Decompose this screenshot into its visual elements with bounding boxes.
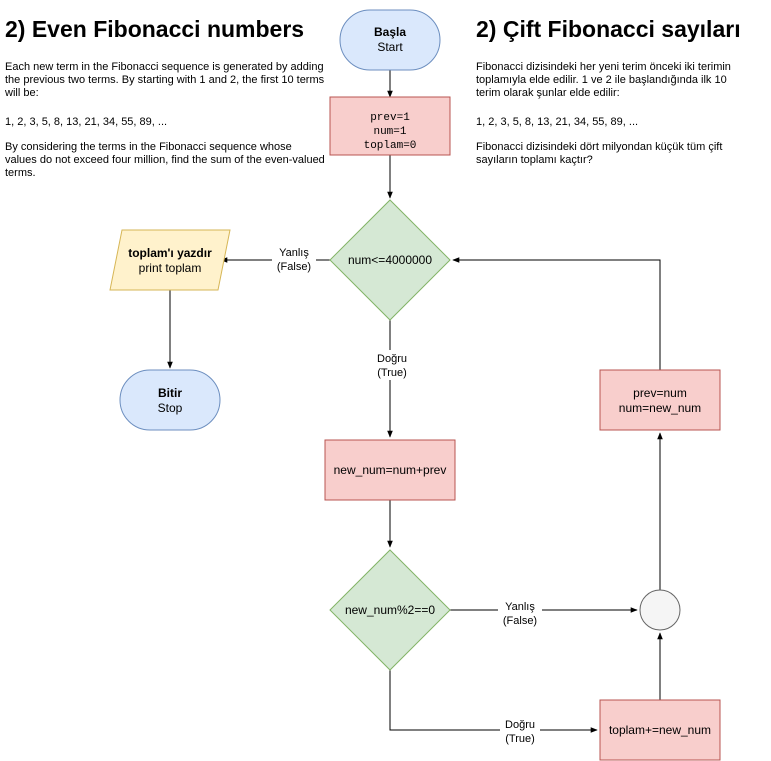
add-shape — [599, 699, 721, 761]
update-shape — [599, 369, 721, 431]
print-label-line2: print toplam — [139, 261, 202, 275]
update-label-line2: num=new_num — [619, 401, 701, 415]
edge-label-true2-line2: (True) — [505, 733, 535, 745]
cond1-label: num<=4000000 — [348, 253, 432, 267]
init-shape — [329, 96, 451, 156]
left-paragraph-2: 1, 2, 3, 5, 8, 13, 21, 34, 55, 89, ... — [5, 116, 168, 128]
edge-label-false2-line2: (False) — [503, 615, 537, 627]
stop-label-line1: Bitir — [158, 386, 182, 400]
update-node: prev=num num=new_num — [599, 369, 721, 431]
cond2-label: new_num%2==0 — [345, 603, 435, 617]
left-paragraph-1: Each new term in the Fibonacci sequence … — [5, 61, 325, 99]
stop-node: Bitir Stop — [119, 369, 221, 431]
edge-label-false1: Yanlış (False) — [272, 244, 316, 274]
edge-label-true1-line1: Doğru — [377, 353, 407, 365]
init-node: prev=1 num=1 toplam=0 — [329, 96, 451, 156]
start-label-line1: Başla — [374, 25, 406, 39]
edge-label-true1: Doğru (True) — [372, 350, 412, 380]
edge-label-false2-line1: Yanlış — [505, 601, 535, 613]
update-label-line1: prev=num — [633, 386, 687, 400]
start-node: Başla Start — [339, 9, 441, 71]
compute-shape — [324, 439, 456, 501]
junction-node — [639, 589, 681, 631]
edge-update-cond1 — [452, 257, 661, 370]
cond1-node: num<=4000000 — [329, 199, 451, 321]
start-shape — [339, 9, 441, 71]
init-label-line1: prev=1 — [370, 112, 410, 124]
right-paragraph-3: Fibonacci dizisindeki dört milyondan küç… — [476, 141, 723, 166]
edge-label-true1-line2: (True) — [377, 367, 407, 379]
stop-label-line2: Stop — [158, 401, 183, 415]
start-label-line2: Start — [377, 40, 403, 54]
edge-label-true2-line1: Doğru — [505, 719, 535, 731]
left-title: 2) Even Fibonacci numbers — [5, 16, 305, 42]
add-node: toplam+=new_num — [599, 699, 721, 761]
stop-shape — [119, 369, 221, 431]
edge-label-false1-line1: Yanlış — [279, 247, 309, 259]
edge-label-false1-line2: (False) — [277, 261, 311, 273]
edge-cond2-add — [389, 670, 598, 733]
cond1-shape — [329, 199, 451, 321]
edge-label-true2: Doğru (True) — [500, 717, 540, 747]
edge-label-false2: Yanlış (False) — [498, 598, 542, 628]
compute-label: new_num=num+prev — [334, 463, 447, 477]
print-label-line1: toplam'ı yazdır — [128, 246, 212, 260]
right-paragraph-1: Fibonacci dizisindeki her yeni terim önc… — [476, 61, 731, 99]
right-title: 2) Çift Fibonacci sayıları — [476, 16, 741, 42]
add-label: toplam+=new_num — [609, 723, 711, 737]
init-label-line2: num=1 — [373, 126, 406, 138]
init-label-line3: toplam=0 — [364, 140, 417, 152]
cond2-node: new_num%2==0 — [329, 549, 451, 671]
print-shape — [109, 229, 231, 291]
cond2-shape — [329, 549, 451, 671]
print-node: toplam'ı yazdır print toplam — [109, 229, 231, 291]
left-paragraph-3: By considering the terms in the Fibonacc… — [5, 141, 325, 179]
compute-node: new_num=num+prev — [324, 439, 456, 501]
right-paragraph-2: 1, 2, 3, 5, 8, 13, 21, 34, 55, 89, ... — [476, 116, 639, 128]
